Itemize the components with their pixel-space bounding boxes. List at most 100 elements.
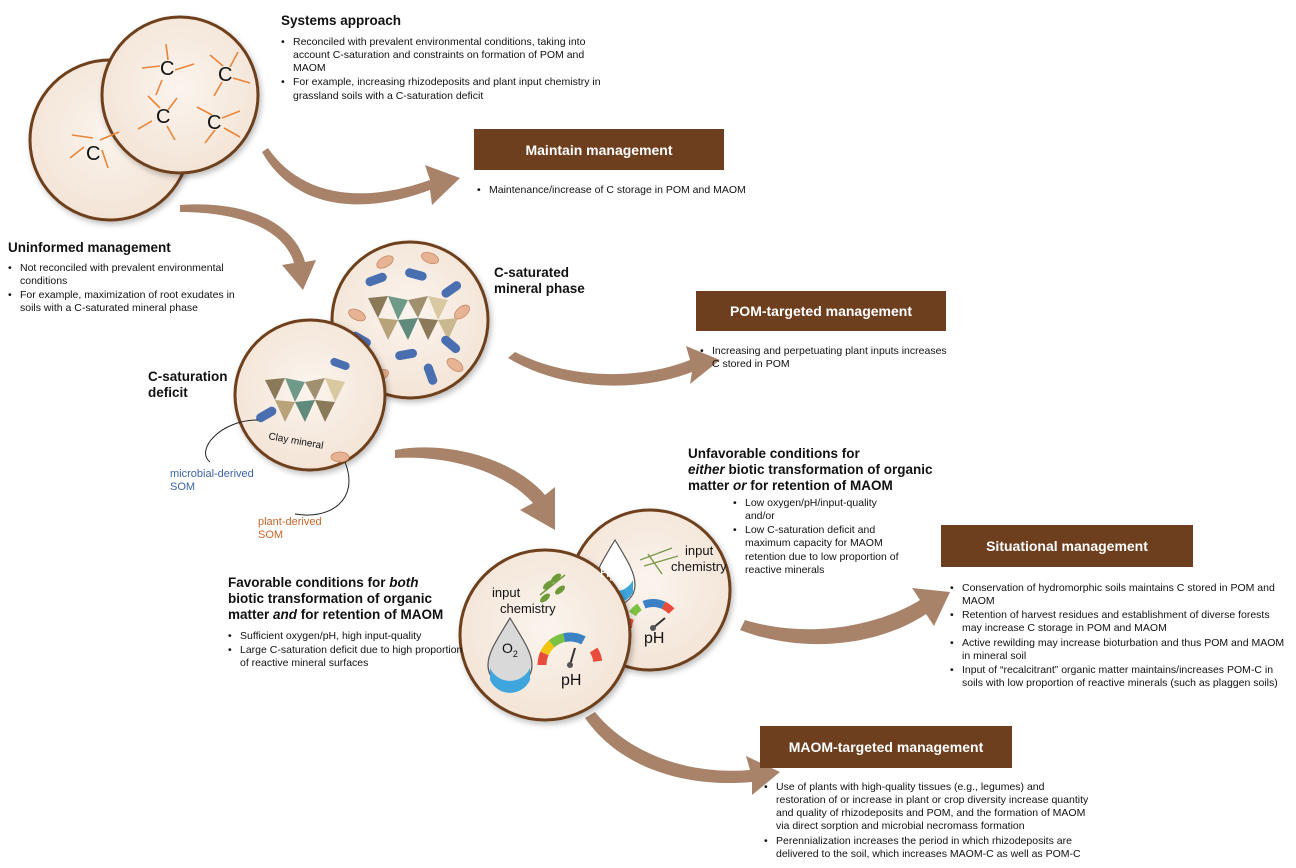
uninformed-title: Uninformed management — [8, 240, 171, 255]
favorable-circle — [458, 548, 632, 722]
maintain-bullets: Maintenance/increase of C storage in POM… — [477, 184, 817, 198]
favorable-bullet: Sufficient oxygen/pH, high input-quality — [228, 630, 468, 643]
plant-line2: SOM — [258, 529, 284, 542]
systems-bullets: Reconciled with prevalent environmental … — [281, 36, 611, 104]
input-word: input — [685, 543, 714, 558]
unfavorable-em1: either — [688, 462, 725, 478]
pom-box: POM-targeted management — [696, 291, 946, 331]
microbial-line2: SOM — [170, 481, 196, 494]
maom-bullets: Use of plants with high-quality tissues … — [764, 781, 1094, 862]
favorable-bullets: Sufficient oxygen/pH, high input-quality… — [228, 630, 468, 671]
mineral-tetrahedra — [368, 296, 458, 340]
plant-line1: plant-derived — [258, 516, 322, 528]
grass-icon — [639, 547, 679, 575]
carbon-label-5: C — [207, 112, 222, 134]
ph-label-1: pH — [644, 630, 665, 647]
o2-label: O2 — [502, 640, 518, 659]
maintain-label: Maintain management — [525, 141, 673, 158]
favorable-em1: both — [389, 575, 419, 590]
unfavorable-bullet: Low C-saturation deficit and maximum cap… — [733, 524, 908, 577]
unfavorable-bullet: Low oxygen/pH/input-quality and/or — [733, 497, 908, 523]
input-chemistry-label-1: input chemistry — [671, 543, 727, 574]
uninformed-bullets: Not reconciled with prevalent environmen… — [8, 262, 238, 317]
situational-label: Situational management — [986, 538, 1148, 554]
unfavorable-line2: biotic transformation of organic — [724, 462, 933, 478]
unfavorable-line3-pre: matter — [688, 478, 734, 494]
carbon-label-4: C — [156, 106, 171, 128]
arrow-to-maom — [585, 712, 780, 795]
favorable-title: Favorable conditions for both biotic tra… — [228, 575, 488, 624]
saturated-title-line2: mineral phase — [494, 281, 585, 297]
maintain-box: Maintain management — [474, 129, 724, 170]
h2o-o: O — [613, 565, 624, 580]
pom-bullet: Increasing and perpetuating plant inputs… — [700, 345, 950, 371]
o2-o: O — [502, 640, 513, 656]
maom-bullet: Use of plants with high-quality tissues … — [764, 781, 1094, 834]
carbon-bonds — [69, 43, 251, 169]
flow-arrows — [180, 148, 950, 795]
situational-bullet: Active rewilding may increase bioturbati… — [950, 637, 1290, 663]
chemistry-word-2: chemistry — [500, 600, 556, 616]
maom-bullet: Perennialization increases the period in… — [764, 835, 1094, 861]
som-callouts — [205, 419, 350, 516]
circle-large-right — [100, 15, 260, 175]
favorable-pre: Favorable conditions for — [228, 575, 390, 590]
favorable-line3-pre: matter — [228, 607, 274, 623]
favorable-bullet: Large C-saturation deficit due to high p… — [228, 644, 468, 670]
unfavorable-bullets: Low oxygen/pH/input-quality and/or Low C… — [733, 497, 908, 578]
favorable-em2: and — [273, 607, 298, 623]
arrow-to-situational — [740, 588, 950, 645]
pom-bullets: Increasing and perpetuating plant inputs… — [700, 345, 950, 372]
h2o-label: H2O — [600, 565, 624, 583]
carbon-label-1: C — [86, 143, 101, 165]
maom-box: MAOM-targeted management — [760, 726, 1012, 768]
uninformed-bullet: Not reconciled with prevalent environmen… — [8, 262, 238, 288]
deficit-title-line2: deficit — [148, 385, 188, 401]
saturated-title: C-saturated mineral phase — [494, 265, 585, 297]
leaf-sprig-icon — [539, 573, 566, 603]
favorable-line3-rest: for retention of MAOM — [297, 607, 444, 623]
unfavorable-em2: or — [733, 478, 747, 494]
ph-label-2: pH — [561, 672, 582, 689]
plant-som-label: plant-derived SOM — [258, 516, 322, 542]
deficit-title: C-saturation deficit — [148, 369, 228, 401]
situational-box: Situational management — [941, 525, 1193, 567]
systems-title: Systems approach — [281, 13, 402, 28]
h2o-2: 2 — [609, 573, 614, 583]
clay-tetrahedra — [265, 378, 345, 422]
input-chemistry-label-2: input chemistry — [492, 585, 556, 616]
situational-bullet: Input of “recalcitrant” organic matter m… — [950, 664, 1290, 690]
saturated-title-line1: C-saturated — [494, 265, 570, 280]
chemistry-word: chemistry — [671, 558, 727, 574]
ph-gauge-icon — [624, 599, 682, 631]
carbon-label-3: C — [218, 64, 233, 86]
pom-label: POM-targeted management — [729, 303, 913, 319]
h2o-h: H — [600, 565, 610, 580]
systems-circles — [28, 15, 260, 222]
arrow-to-maintain — [262, 148, 460, 205]
carbon-label-2: C — [160, 58, 175, 80]
input-word-2: input — [492, 585, 521, 600]
deficit-circle — [233, 318, 387, 472]
arrow-to-deficit — [180, 204, 316, 290]
arrow-to-unfavorable — [395, 447, 555, 530]
favorable-line2: biotic transformation of organic — [228, 591, 433, 607]
systems-bullet: Reconciled with prevalent environmental … — [281, 36, 611, 75]
unfavorable-title: Unfavorable conditions for either biotic… — [688, 446, 948, 495]
deficit-title-line1: C-saturation — [148, 369, 228, 384]
situational-bullet: Conservation of hydromorphic soils maint… — [950, 582, 1290, 608]
unfavorable-line1: Unfavorable conditions for — [688, 446, 860, 461]
situational-bullet: Retention of harvest residues and establ… — [950, 609, 1290, 635]
unfavorable-line3-rest: for retention of MAOM — [746, 478, 893, 494]
maintain-bullet: Maintenance/increase of C storage in POM… — [477, 184, 817, 197]
uninformed-bullet: For example, maximization of root exudat… — [8, 289, 238, 315]
situational-bullets: Conservation of hydromorphic soils maint… — [950, 582, 1290, 691]
maom-label: MAOM-targeted management — [788, 739, 984, 755]
microbial-som-label: microbial-derived SOM — [170, 468, 254, 494]
ph-gauge-icon-2 — [537, 632, 603, 668]
systems-bullet: For example, increasing rhizodeposits an… — [281, 76, 611, 102]
arrow-to-pom — [508, 346, 720, 386]
o2-2: 2 — [512, 648, 518, 659]
microbial-line1: microbial-derived — [170, 468, 254, 480]
